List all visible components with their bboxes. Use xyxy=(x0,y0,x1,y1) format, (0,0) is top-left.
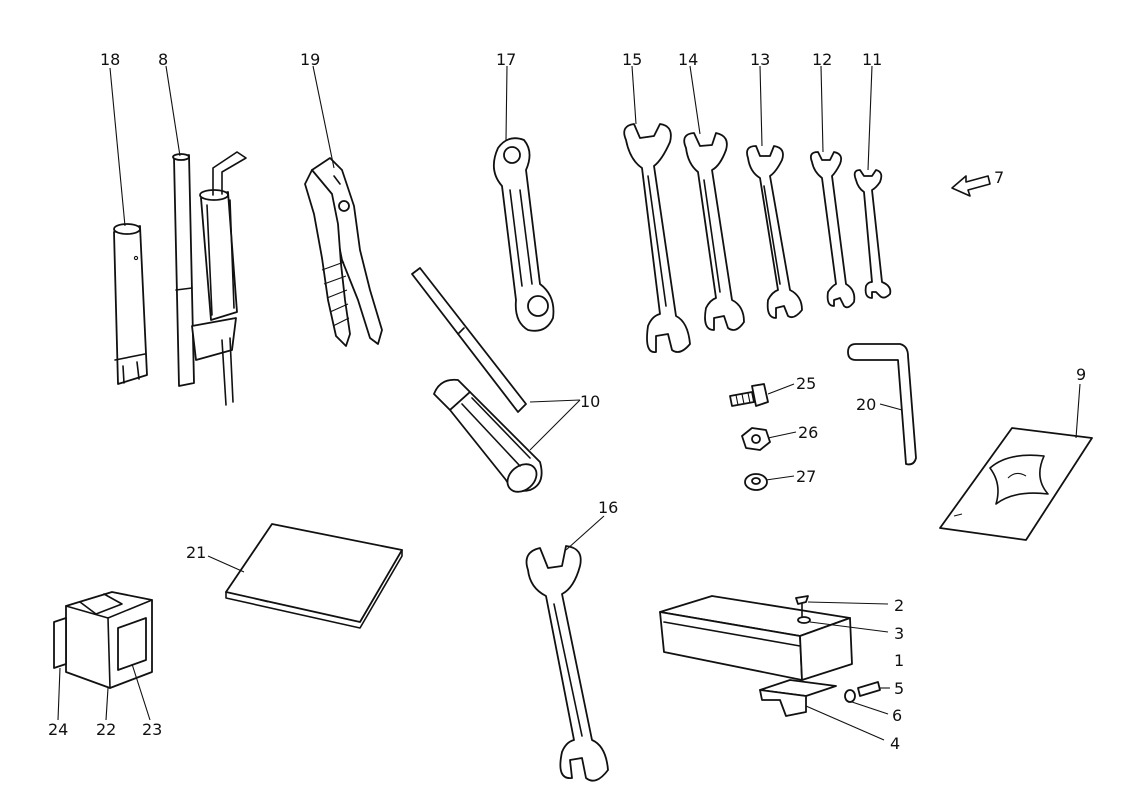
callout-21: 21 xyxy=(186,543,206,562)
callout-20: 20 xyxy=(856,395,876,414)
part-11-spanner xyxy=(853,65,892,299)
callout-15: 15 xyxy=(622,50,642,69)
callout-9: 9 xyxy=(1076,365,1086,384)
callout-1: 1 xyxy=(894,651,904,670)
part-1-tool-box xyxy=(659,595,853,681)
callout-11: 11 xyxy=(862,50,882,69)
part-13-spanner xyxy=(746,65,803,319)
part-21-manual xyxy=(207,523,403,629)
part-27-washer xyxy=(744,473,795,491)
callout-24: 24 xyxy=(48,720,68,739)
callout-labels: 18 8 19 17 15 14 13 12 11 7 10 25 20 26 … xyxy=(48,50,1086,753)
part-17-ring-spanner xyxy=(492,65,555,332)
callout-16: 16 xyxy=(598,498,618,517)
part-7-direction-arrow xyxy=(951,175,991,197)
part-5-bolt xyxy=(857,681,890,697)
callout-23: 23 xyxy=(142,720,162,739)
part-8-grease-gun xyxy=(165,65,247,406)
part-12-spanner xyxy=(809,65,856,309)
part-18-box-spanner xyxy=(109,67,148,385)
part-19-pliers xyxy=(304,65,383,347)
part-15-spanner xyxy=(623,65,691,353)
callout-19: 19 xyxy=(300,50,320,69)
part-16-large-spanner xyxy=(525,515,609,782)
callout-10: 10 xyxy=(580,392,600,411)
callout-5: 5 xyxy=(894,679,904,698)
callout-13: 13 xyxy=(750,50,770,69)
part-4-bracket xyxy=(759,679,885,741)
part-25-bolt xyxy=(729,383,795,407)
callout-2: 2 xyxy=(894,596,904,615)
part-6-washer xyxy=(844,689,889,715)
callout-18: 18 xyxy=(100,50,120,69)
callout-8: 8 xyxy=(158,50,168,69)
part-22-block xyxy=(53,591,153,721)
part-26-nut xyxy=(741,427,797,451)
callout-22: 22 xyxy=(96,720,116,739)
callout-6: 6 xyxy=(892,706,902,725)
part-3-washer xyxy=(797,616,889,633)
part-9-booklet xyxy=(939,383,1093,541)
callout-14: 14 xyxy=(678,50,698,69)
callout-4: 4 xyxy=(890,734,900,753)
callout-3: 3 xyxy=(894,624,904,643)
callout-7: 7 xyxy=(994,168,1004,187)
callout-12: 12 xyxy=(812,50,832,69)
part-14-spanner xyxy=(683,65,745,331)
callout-17: 17 xyxy=(496,50,516,69)
callout-26: 26 xyxy=(798,423,818,442)
callout-27: 27 xyxy=(796,467,816,486)
part-10-screwdriver xyxy=(411,267,581,493)
callout-25: 25 xyxy=(796,374,816,393)
part-2-screw xyxy=(795,595,889,617)
part-20-allen-key xyxy=(847,343,917,466)
